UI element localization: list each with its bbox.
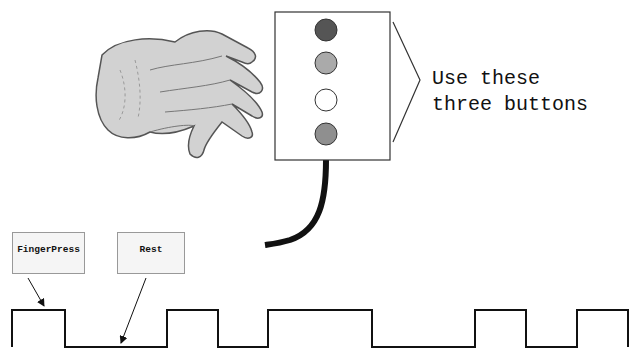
button [315, 19, 337, 41]
cable [265, 160, 326, 245]
bracket [393, 22, 420, 142]
button [315, 52, 337, 74]
button [315, 123, 337, 145]
button [315, 89, 337, 111]
leader-arrow [121, 278, 146, 343]
box-label: FingerPress [17, 244, 80, 255]
instruction-text: Use these three buttons [432, 66, 604, 118]
annotation-box: Rest [117, 232, 185, 274]
leader-arrow [28, 278, 44, 306]
box-label: Rest [140, 244, 163, 255]
square-wave [12, 310, 628, 347]
button-box [275, 12, 390, 160]
hand-drawing [96, 31, 262, 158]
annotation-box: FingerPress [12, 232, 85, 274]
